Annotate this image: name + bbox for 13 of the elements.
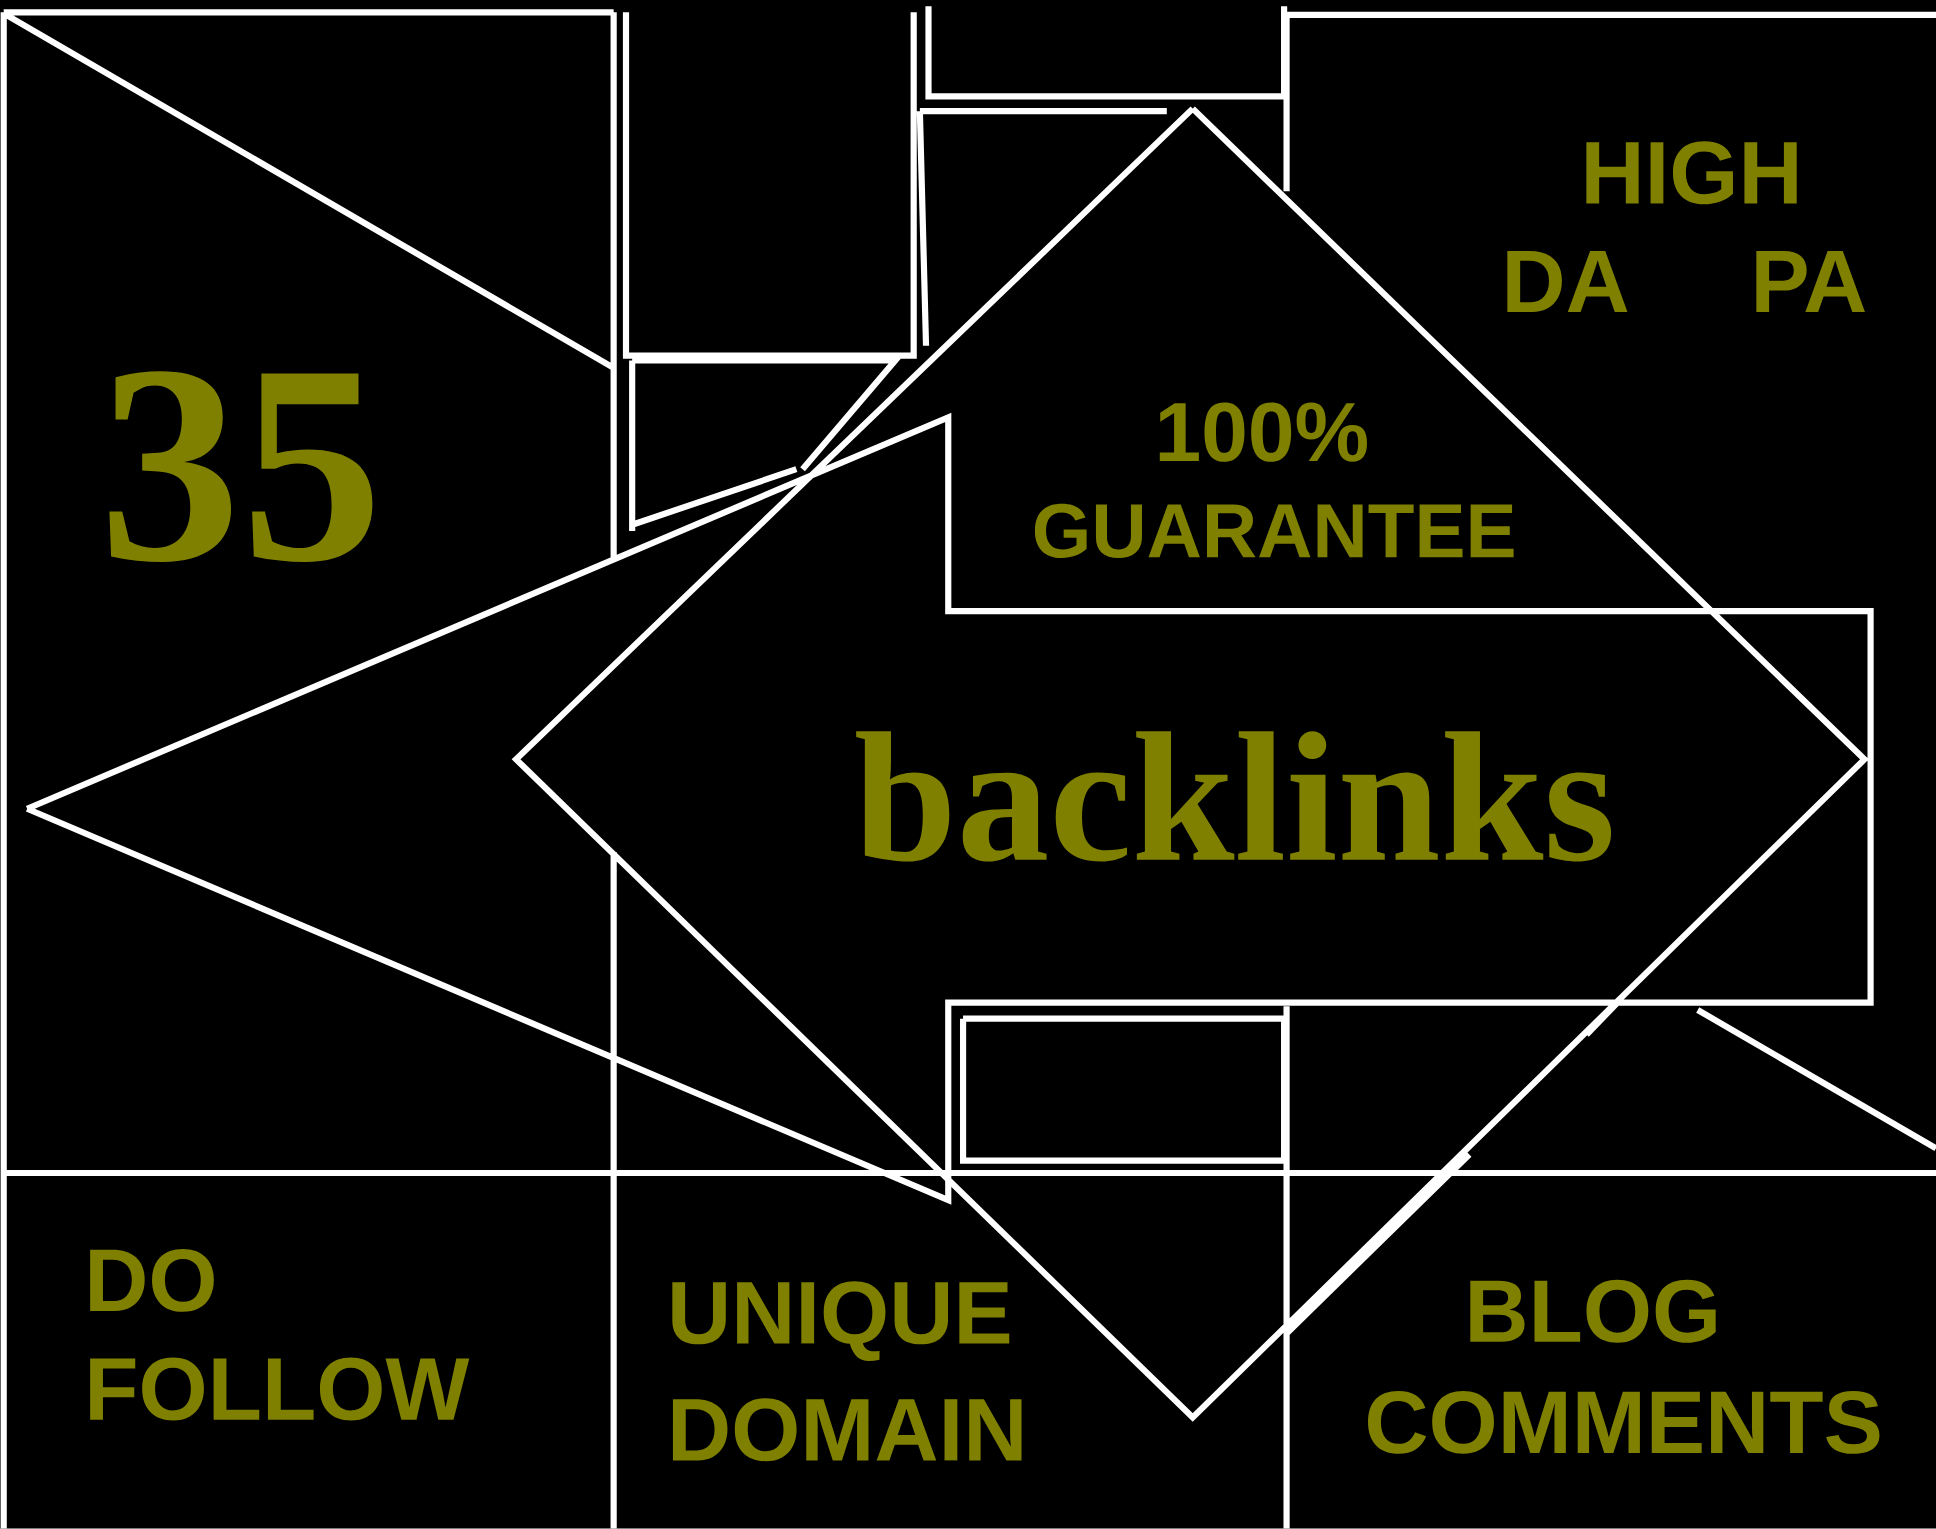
label-text: backlinks [856,731,1612,862]
label-text: DA [1507,251,1628,313]
label-text: PA [1756,251,1865,313]
label-text: DO [90,1249,214,1313]
label-text: COMMENTS [1368,1391,1880,1455]
label-text: DOMAIN [672,1398,1022,1462]
label-text: GUARANTEE [1034,504,1514,559]
label-text: 35 [109,371,373,563]
label-text: UNIQUE [672,1281,1010,1362]
label-text: BLOG [1470,1280,1716,1343]
label-text: 100% [1159,402,1367,463]
label-text: HIGH [1586,141,1797,205]
label-text: FOLLOW [90,1357,470,1421]
